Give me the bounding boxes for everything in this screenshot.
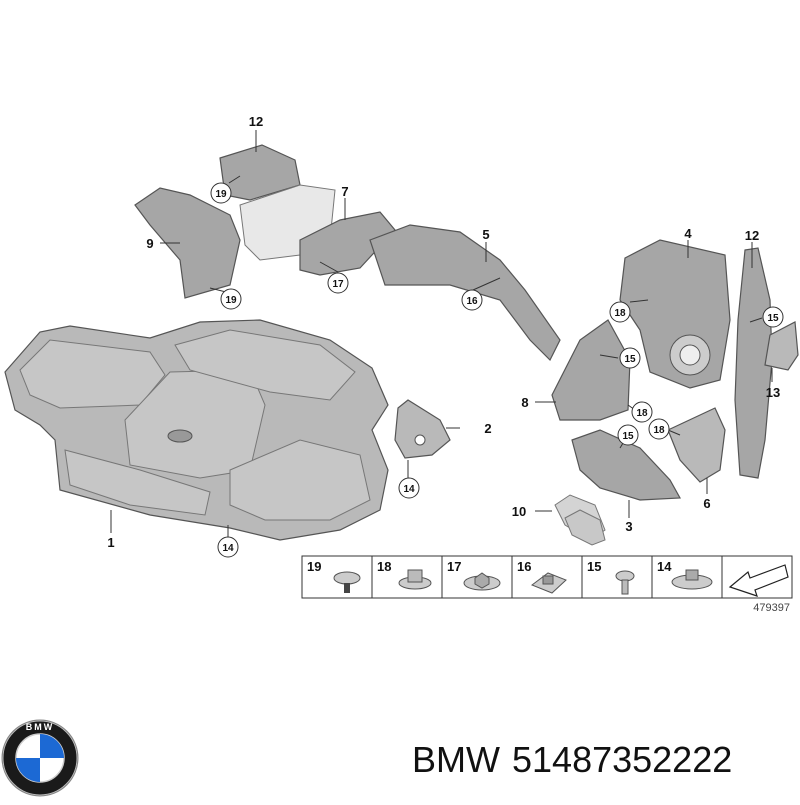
- svg-text:15: 15: [624, 354, 636, 365]
- circled-ref-14-right: 14: [398, 477, 420, 499]
- callout-1: 1: [107, 535, 114, 550]
- svg-text:19: 19: [215, 189, 227, 200]
- svg-text:18: 18: [636, 408, 648, 419]
- callout-labels: 12 7 9 5 4 12 13 8 2 6 3 10 1: [107, 114, 780, 550]
- callout-4: 4: [684, 226, 692, 241]
- callout-8: 8: [521, 395, 528, 410]
- part-10-brackets: [554, 494, 606, 546]
- svg-text:18: 18: [614, 308, 626, 319]
- circled-ref-16: 16: [461, 289, 483, 311]
- part-8-shield: [551, 319, 631, 421]
- bmw-logo: BMW: [1, 719, 79, 797]
- svg-text:17: 17: [332, 279, 344, 290]
- fastener-16-speed-nut-icon: [530, 572, 567, 594]
- callout-3: 3: [625, 519, 632, 534]
- callout-6: 6: [703, 496, 710, 511]
- circled-ref-15-lower: 15: [617, 424, 639, 446]
- circled-ref-14-bottom: 14: [217, 536, 239, 558]
- callout-2: 2: [484, 421, 491, 436]
- circled-ref-18-mid: 18: [631, 401, 653, 423]
- fastener-15-screw-icon: [615, 570, 635, 595]
- svg-text:19: 19: [225, 295, 237, 306]
- part-2-bracket: [394, 399, 451, 459]
- legend-label-19: 19: [307, 559, 321, 574]
- circled-ref-18-top: 18: [609, 301, 631, 323]
- direction-arrow-icon: [728, 564, 789, 597]
- diagram-number: 479397: [753, 602, 790, 614]
- circled-ref-19-top: 19: [210, 182, 232, 204]
- circled-ref-17: 17: [327, 272, 349, 294]
- legend-label-17: 17: [447, 559, 461, 574]
- callout-13: 13: [766, 385, 780, 400]
- callout-9: 9: [146, 236, 153, 251]
- legend-label-15: 15: [587, 559, 601, 574]
- part-13-clip: [764, 321, 799, 371]
- legend-label-18: 18: [377, 559, 391, 574]
- callout-10: 10: [512, 504, 526, 519]
- circled-ref-19-lower: 19: [220, 288, 242, 310]
- svg-text:15: 15: [767, 313, 779, 324]
- legend-label-14: 14: [657, 559, 672, 574]
- circled-refs: 19 19 17 16 18 15 15 18 18 15 14 14: [210, 182, 784, 558]
- callout-12: 12: [745, 228, 759, 243]
- callout-11: 12: [249, 114, 263, 129]
- svg-text:18: 18: [653, 425, 665, 436]
- part-12-rail: [734, 247, 773, 479]
- leader-lines: [110, 130, 773, 537]
- circled-ref-15-right: 15: [762, 306, 784, 328]
- footer-brand: BMW: [412, 739, 500, 780]
- callout-7: 7: [341, 184, 348, 199]
- fastener-18-nut-icon: [398, 569, 432, 590]
- circled-ref-18-right: 18: [648, 418, 670, 440]
- fastener-17-nut-icon: [463, 572, 501, 591]
- circled-ref-15-mid: 15: [619, 347, 641, 369]
- svg-text:14: 14: [222, 543, 234, 554]
- svg-text:BMW: BMW: [26, 722, 55, 732]
- fastener-19-rivet-icon: [333, 571, 361, 593]
- svg-text:14: 14: [403, 484, 415, 495]
- svg-text:15: 15: [622, 431, 634, 442]
- fastener-legend: 19 18 17 16 15 14: [301, 555, 793, 599]
- fastener-14-washer-nut-icon: [671, 569, 713, 590]
- legend-label-16: 16: [517, 559, 531, 574]
- footer-part-number: 51487352222: [512, 739, 733, 780]
- callout-5: 5: [482, 227, 489, 242]
- part-5-shield: [369, 224, 561, 362]
- part-1-underbody-shield: [4, 319, 389, 541]
- part-6-bracket: [667, 407, 726, 483]
- svg-text:16: 16: [466, 296, 478, 307]
- part-3-shield: [571, 429, 681, 501]
